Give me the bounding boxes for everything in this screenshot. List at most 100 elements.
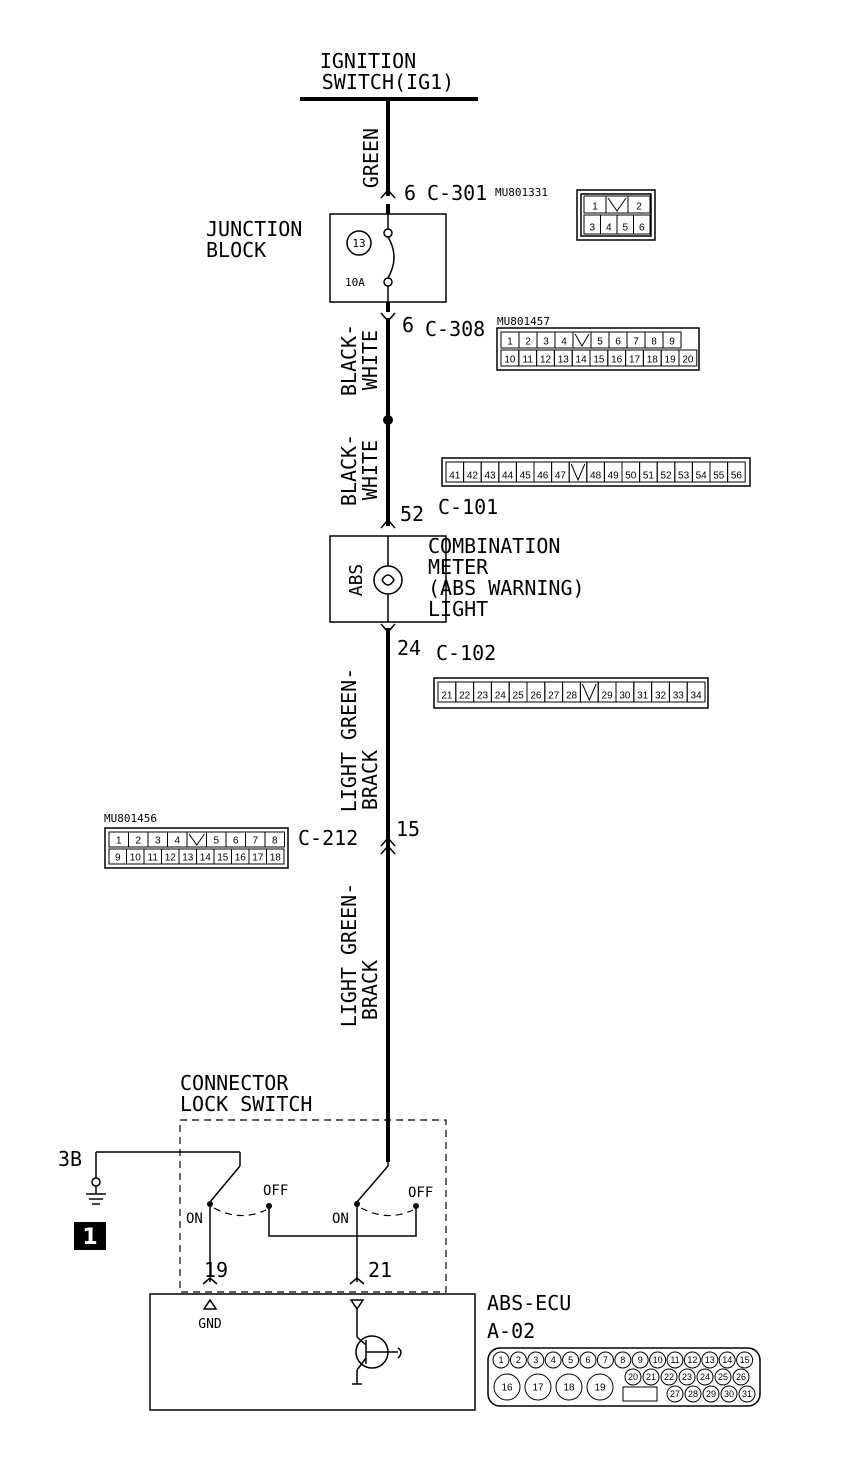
c102-pin-label: 33 xyxy=(673,691,685,702)
ignition-switch: IGNITION SWITCH(IG1) xyxy=(300,49,478,101)
c308-pin-label: 5 xyxy=(597,337,603,348)
a02-pin-label: 6 xyxy=(585,1355,590,1365)
c212-pin-label: 4 xyxy=(174,836,180,847)
c212-pin-label: 11 xyxy=(148,853,159,864)
a02-pin xyxy=(660,1368,678,1386)
connector-lock-switch: CONNECTOR LOCK SWITCH ON OFF ON OFF xyxy=(96,1071,447,1293)
fuse-number-circle xyxy=(346,230,372,256)
main-wire xyxy=(380,99,396,1162)
ground-ref: 3B xyxy=(58,1147,82,1171)
c212-pin-label: 14 xyxy=(200,853,212,864)
a02-pin xyxy=(579,1351,597,1369)
c301-inner xyxy=(580,193,652,237)
a02-pin xyxy=(718,1351,736,1369)
a02-pin-label: 24 xyxy=(700,1372,710,1382)
lock-switch-dashed-box xyxy=(179,1119,447,1293)
c308-key-mark xyxy=(574,333,590,347)
pin-ecu-sig: 21 xyxy=(368,1258,392,1282)
c308-pin-label: 8 xyxy=(651,337,657,348)
c301-pin-label: 1 xyxy=(592,202,598,213)
a02-pin xyxy=(666,1351,684,1369)
a02-pin-label: 3 xyxy=(533,1355,538,1365)
a02-pin xyxy=(683,1351,701,1369)
c212-pin-label: 1 xyxy=(116,836,122,847)
splice-point xyxy=(383,415,393,425)
a02-pin xyxy=(562,1351,580,1369)
c308-outline xyxy=(496,327,700,371)
transistor-collector xyxy=(356,1336,367,1346)
lock-switch-title1: CONNECTOR xyxy=(180,1071,289,1095)
c301-pin-label: 6 xyxy=(639,223,645,234)
a02-pin-label: 15 xyxy=(740,1355,750,1365)
a02-pin-label: 16 xyxy=(501,1383,513,1394)
a02-pin xyxy=(736,1351,754,1369)
a02-pin xyxy=(714,1368,732,1386)
c101-pin-label: 51 xyxy=(643,471,655,482)
fuse-terminal-top xyxy=(383,228,393,238)
left-switch-blade xyxy=(209,1165,241,1203)
c308-pin-label: 9 xyxy=(669,337,675,348)
a02-pin-label: 18 xyxy=(563,1383,575,1394)
a02-pin-label: 7 xyxy=(603,1355,608,1365)
c102-pin-label: 26 xyxy=(530,691,542,702)
c102-pin-label: 24 xyxy=(495,691,507,702)
sig-triangle-icon xyxy=(349,1299,365,1311)
a02-pin-label: 19 xyxy=(594,1383,606,1394)
wire-label-lgb1-b: BRACK xyxy=(358,750,382,810)
a02-pin-label: 31 xyxy=(742,1389,752,1399)
a02-pin-label: 23 xyxy=(682,1372,692,1382)
a02-pin-label: 12 xyxy=(687,1355,697,1365)
a02-pin xyxy=(509,1351,527,1369)
a02-pin-label: 8 xyxy=(620,1355,625,1365)
c308-pin-label: 7 xyxy=(633,337,639,348)
c308-pin-label: 14 xyxy=(576,355,588,366)
a02-pin-label: 28 xyxy=(688,1389,698,1399)
a02-pin xyxy=(492,1351,510,1369)
c212-cell xyxy=(264,831,285,848)
a02-pin-label: 17 xyxy=(532,1383,544,1394)
a02-pin-label: 22 xyxy=(664,1372,674,1382)
c301-cell xyxy=(627,195,651,214)
c308-pin-label: 17 xyxy=(629,355,641,366)
a02-pin-label: 11 xyxy=(670,1355,679,1365)
c101-outline xyxy=(441,457,751,487)
c308-cell xyxy=(678,349,698,367)
c212-pin-label: 2 xyxy=(135,836,141,847)
a02-pin xyxy=(649,1351,667,1369)
c308-pin-label: 1 xyxy=(507,337,513,348)
wire-label-lgb2-b: BRACK xyxy=(358,960,382,1020)
a02-pin xyxy=(527,1351,545,1369)
a02-pin xyxy=(738,1385,756,1403)
c212-pin-label: 3 xyxy=(155,836,161,847)
c301-chevron xyxy=(380,188,396,199)
off-contacts-link xyxy=(268,1206,417,1237)
ground-number: 1 xyxy=(82,1225,97,1250)
c308-pin-label: 11 xyxy=(523,355,534,366)
pin-c301: 6 xyxy=(404,181,416,205)
c102-pin-label: 25 xyxy=(513,691,525,702)
c212-pin-label: 8 xyxy=(272,836,278,847)
c212-pin-label: 10 xyxy=(130,853,142,864)
a02-pin xyxy=(624,1368,642,1386)
a02-pin-label: 13 xyxy=(705,1355,715,1365)
c301-pin-label: 4 xyxy=(606,223,612,234)
gnd-triangle-icon xyxy=(202,1298,218,1310)
c102-pin-label: 23 xyxy=(477,691,489,702)
c101-name: C-101 xyxy=(438,495,498,519)
pin-c212: 15 xyxy=(396,817,420,841)
c101-pin-label: 43 xyxy=(484,471,496,482)
a02-pin-label: 21 xyxy=(646,1372,656,1382)
a02-pin-label: 5 xyxy=(568,1355,573,1365)
a02-outline xyxy=(487,1347,761,1407)
c102-name: C-102 xyxy=(436,641,496,665)
a02-pin-label: 27 xyxy=(670,1389,680,1399)
right-switch-on: ON xyxy=(332,1211,349,1227)
c308-pin-label: 20 xyxy=(682,355,694,366)
c212-part: MU801456 xyxy=(104,812,157,825)
c308-pin-label: 4 xyxy=(561,337,567,348)
c101-chevron xyxy=(380,518,396,529)
right-switch-blade xyxy=(356,1165,389,1203)
